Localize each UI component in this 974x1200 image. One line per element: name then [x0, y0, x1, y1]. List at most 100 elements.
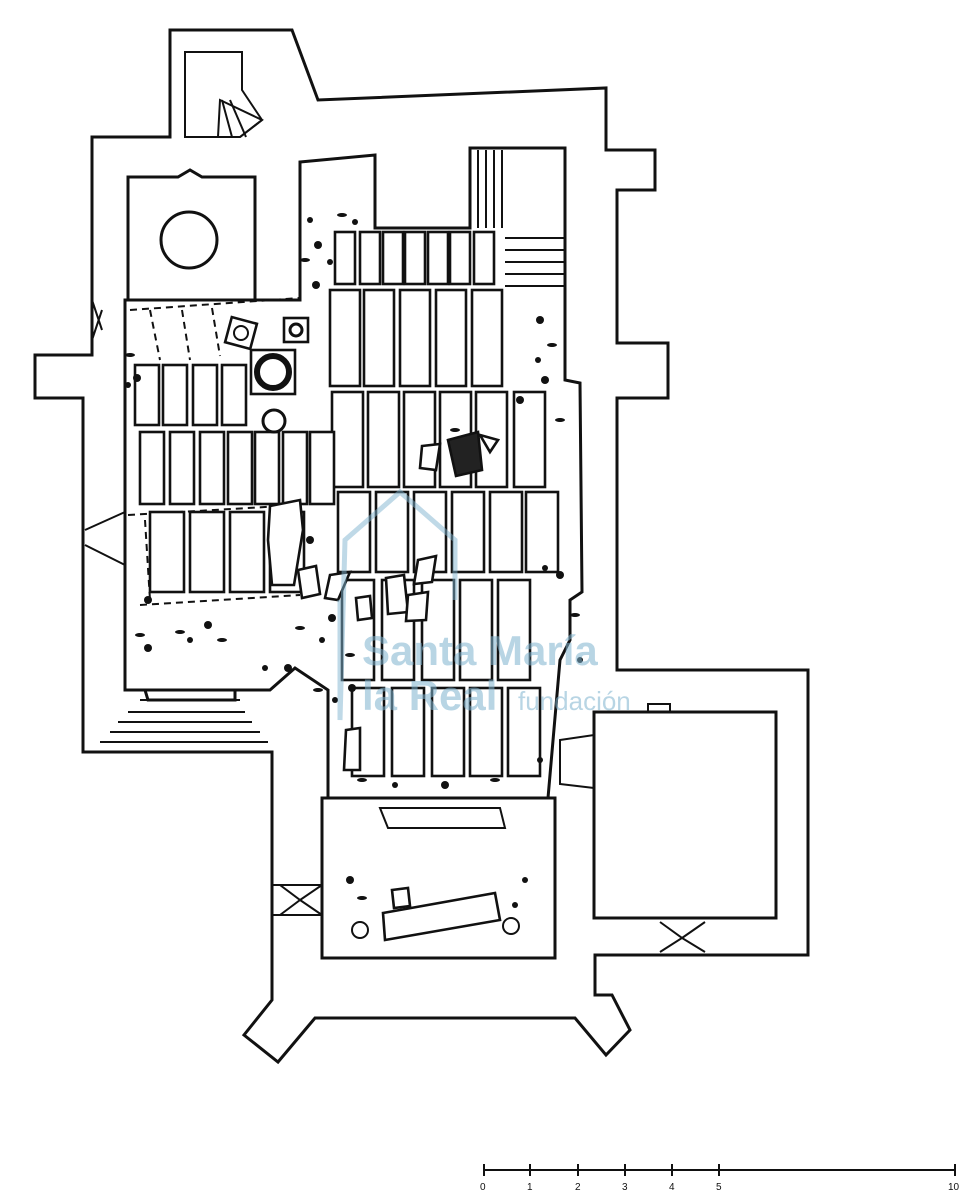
rubble-mark	[541, 376, 549, 384]
grave-slab	[524, 490, 560, 574]
grave-slab	[472, 230, 496, 286]
grave-slab	[512, 390, 547, 489]
rubble-mark	[441, 781, 449, 789]
rubble-mark	[313, 688, 323, 692]
scale-label-0: 0	[480, 1182, 486, 1193]
rubble-mark	[217, 638, 227, 642]
grave-slab	[448, 230, 472, 286]
staircase	[477, 150, 565, 287]
rubble-mark	[262, 665, 268, 671]
nave-fonts	[223, 315, 310, 434]
grave-slab	[381, 230, 405, 286]
rubble-mark	[522, 877, 528, 883]
rubble-mark	[348, 684, 356, 692]
rubble-mark	[306, 536, 314, 544]
scale-label-4: 4	[669, 1182, 675, 1193]
rubble-mark	[357, 778, 367, 782]
grave-slab	[308, 430, 336, 506]
rubble-mark	[332, 697, 338, 703]
grave-slab	[398, 288, 432, 388]
baptistery-room	[126, 168, 257, 304]
rubble-mark	[144, 644, 152, 652]
grave-slab	[426, 230, 450, 286]
grave-slab	[220, 363, 248, 427]
grave-slab	[470, 288, 504, 388]
rubble-mark	[328, 614, 336, 622]
grave-slab	[253, 430, 281, 506]
scale-label-1: 1	[527, 1182, 533, 1193]
rubble-mark	[125, 382, 131, 388]
grave-slab	[496, 578, 532, 682]
grave-slab	[458, 578, 494, 682]
grave-slab	[390, 686, 426, 778]
scale-label-2: 2	[575, 1182, 581, 1193]
rubble-mark	[284, 664, 292, 672]
watermark-line3: fundación	[518, 686, 631, 716]
rubble-mark	[125, 353, 135, 357]
watermark-line1: Santa María	[362, 627, 598, 674]
rubble-mark	[577, 657, 583, 663]
grave-slab	[488, 490, 524, 574]
rubble-mark	[346, 876, 354, 884]
rubble-mark	[312, 281, 320, 289]
grave-slab	[506, 686, 542, 778]
south-steps	[100, 688, 268, 743]
grave-slab	[168, 430, 196, 506]
rubble-mark	[295, 626, 305, 630]
grave-slab	[402, 390, 437, 489]
grave-slab	[330, 390, 365, 489]
grave-slab	[374, 490, 410, 574]
grave-slab	[430, 686, 466, 778]
grave-slab	[148, 510, 186, 594]
rubble-mark	[512, 902, 518, 908]
rubble-mark	[327, 259, 333, 265]
grave-slab	[362, 288, 396, 388]
rubble-mark	[345, 653, 355, 657]
rubble-mark	[307, 217, 313, 223]
rubble-mark	[144, 596, 152, 604]
grave-slab	[403, 230, 427, 286]
rubble-mark	[556, 571, 564, 579]
rubble-mark	[319, 637, 325, 643]
sanctuary	[320, 796, 557, 960]
rubble-mark	[175, 630, 185, 634]
grave-slab	[198, 430, 226, 506]
rubble-mark	[555, 418, 565, 422]
rubble-mark	[542, 565, 548, 571]
grave-slab	[188, 510, 226, 594]
scale-label-3: 3	[622, 1182, 628, 1193]
grave-slab	[161, 363, 189, 427]
grave-slab	[281, 430, 309, 506]
grave-slab	[468, 686, 504, 778]
scale-bar: 0 1 2 3 4 5 10	[480, 1164, 960, 1193]
watermark-line2: la Real	[362, 672, 497, 719]
rubble-mark	[547, 343, 557, 347]
watermark: Santa María la Real fundación	[337, 488, 631, 721]
grave-slab	[328, 288, 362, 388]
grave-slab	[366, 390, 401, 489]
rubble-mark	[392, 782, 398, 788]
grave-slab	[226, 430, 254, 506]
rubble-mark	[300, 258, 310, 262]
rubble-marks	[125, 213, 583, 908]
sacristy	[559, 703, 778, 920]
rubble-mark	[357, 896, 367, 900]
grave-slab	[420, 578, 456, 682]
rubble-mark	[314, 241, 322, 249]
scale-label-10: 10	[948, 1182, 960, 1193]
rubble-mark	[133, 374, 141, 382]
window-splays	[84, 299, 706, 953]
grave-slab	[434, 288, 468, 388]
rubble-mark	[535, 357, 541, 363]
grave-slab	[138, 430, 166, 506]
grave-slab	[228, 510, 266, 594]
rubble-mark	[337, 213, 347, 217]
rubble-mark	[135, 633, 145, 637]
rubble-mark	[490, 778, 500, 782]
grave-slab	[191, 363, 219, 427]
rubble-mark	[536, 316, 544, 324]
grave-slab	[333, 230, 357, 286]
rubble-mark	[204, 621, 212, 629]
grave-slab	[133, 363, 161, 427]
scale-label-5: 5	[716, 1182, 722, 1193]
